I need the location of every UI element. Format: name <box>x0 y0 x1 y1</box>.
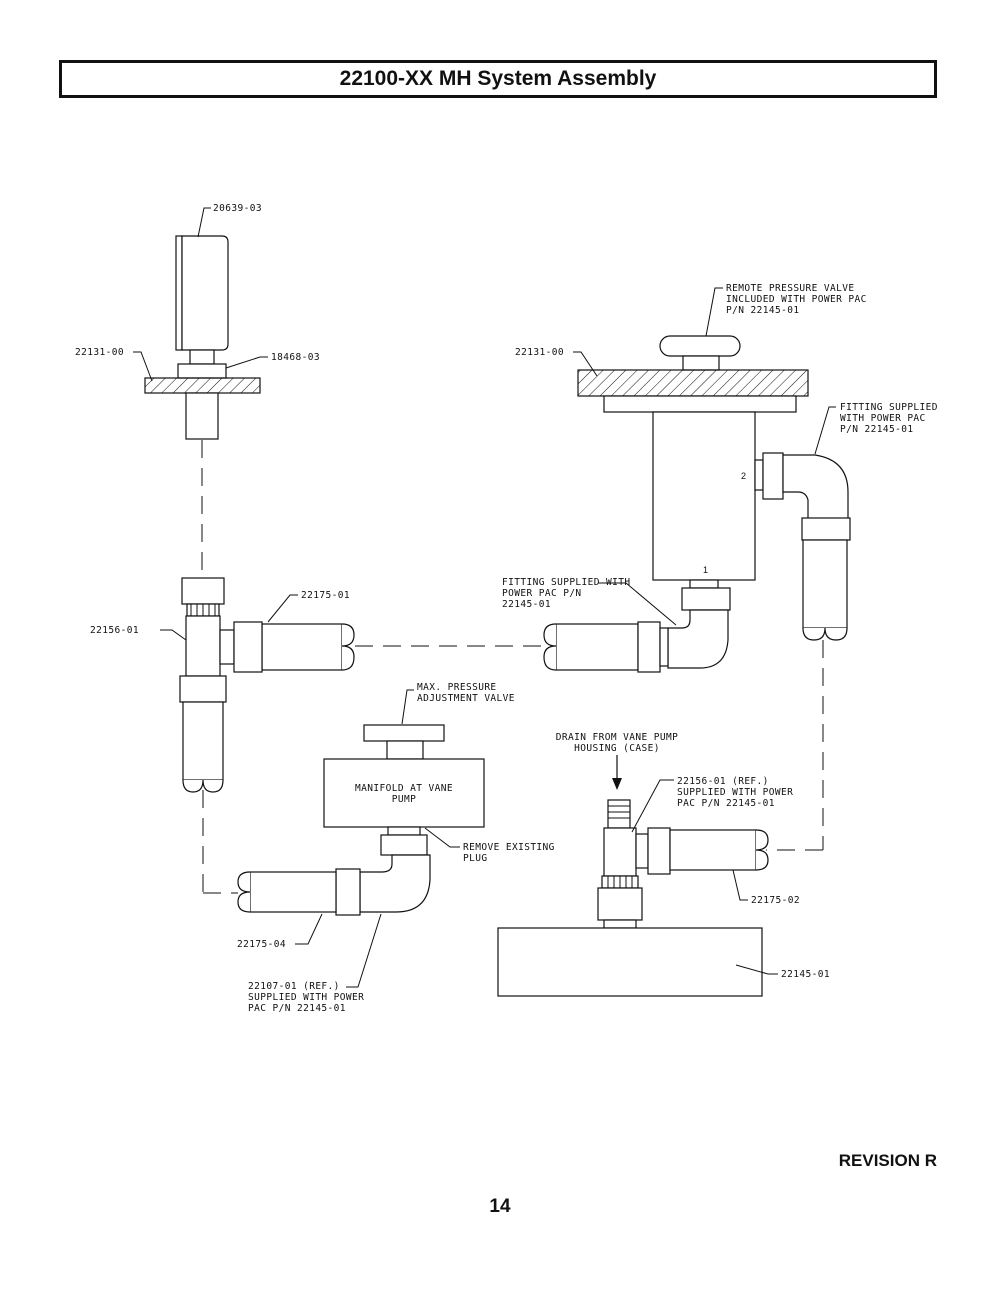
label-fitting-right-3: P/N 22145-01 <box>840 424 913 435</box>
port-2-label: 2 <box>741 471 746 481</box>
label-remote-valve-2: INCLUDED WITH POWER PAC <box>726 294 867 305</box>
label-fitting-right-2: WITH POWER PAC <box>840 413 926 424</box>
revision-label: REVISION R <box>838 1151 937 1170</box>
port-1-label: 1 <box>703 565 708 575</box>
label-fitting-right-1: FITTING SUPPLIED <box>840 402 938 413</box>
label-remove-plug-2: PLUG <box>463 853 487 864</box>
label-panel-left: 22131-00 <box>75 347 124 358</box>
label-tee-ref-2: SUPPLIED WITH POWER <box>677 787 793 798</box>
manifold-label-1: MANIFOLD AT VANE <box>355 783 453 794</box>
label-fitting-bottom-1: FITTING SUPPLIED WITH <box>502 577 631 588</box>
hose-22175-01 <box>261 621 669 673</box>
label-bushing: 18468-03 <box>271 352 320 363</box>
label-power-pac: 22145-01 <box>781 969 830 980</box>
label-elbow-ref-2: SUPPLIED WITH POWER <box>248 992 364 1003</box>
label-tee-left: 22156-01 <box>90 625 139 636</box>
manifold-label-2: PUMP <box>392 794 416 805</box>
label-elbow-ref-1: 22107-01 (REF.) <box>248 981 340 992</box>
label-hose-22175-04: 22175-04 <box>237 939 286 950</box>
label-hose-22175-01: 22175-01 <box>301 590 350 601</box>
label-fitting-bottom-2: POWER PAC P/N <box>502 588 582 599</box>
page-title: 22100-XX MH System Assembly <box>339 67 657 90</box>
label-drain-2: HOUSING (CASE) <box>574 743 660 754</box>
label-elbow-ref-3: PAC P/N 22145-01 <box>248 1003 346 1014</box>
label-drain-1: DRAIN FROM VANE PUMP <box>556 732 678 743</box>
label-panel-right: 22131-00 <box>515 347 564 358</box>
label-max-pressure-1: MAX. PRESSURE <box>417 682 497 693</box>
hydraulic-lines <box>201 440 824 894</box>
label-tee-ref-1: 22156-01 (REF.) <box>677 776 769 787</box>
leader-lines <box>133 207 836 988</box>
page-number: 14 <box>489 1196 511 1217</box>
label-gauge: 20639-03 <box>213 203 262 214</box>
power-pac-assembly <box>497 755 769 997</box>
label-remove-plug-1: REMOVE EXISTING <box>463 842 555 853</box>
label-hose-22175-02: 22175-02 <box>751 895 800 906</box>
label-tee-ref-3: PAC P/N 22145-01 <box>677 798 775 809</box>
label-max-pressure-2: ADJUSTMENT VALVE <box>417 693 515 704</box>
remote-valve-reservoir-assembly: 2 1 <box>577 335 851 669</box>
tee-22156-01-assembly <box>179 577 263 793</box>
pressure-gauge-assembly <box>144 235 261 440</box>
callout-labels: 20639-03 22131-00 18468-03 22131-00 REMO… <box>75 203 938 1014</box>
title-box: 22100-XX MH System Assembly <box>59 60 937 98</box>
manifold-assembly: MANIFOLD AT VANE PUMP <box>237 724 485 916</box>
label-fitting-bottom-3: 22145-01 <box>502 599 551 610</box>
label-remote-valve-1: REMOTE PRESSURE VALVE <box>726 283 855 294</box>
label-remote-valve-3: P/N 22145-01 <box>726 305 799 316</box>
